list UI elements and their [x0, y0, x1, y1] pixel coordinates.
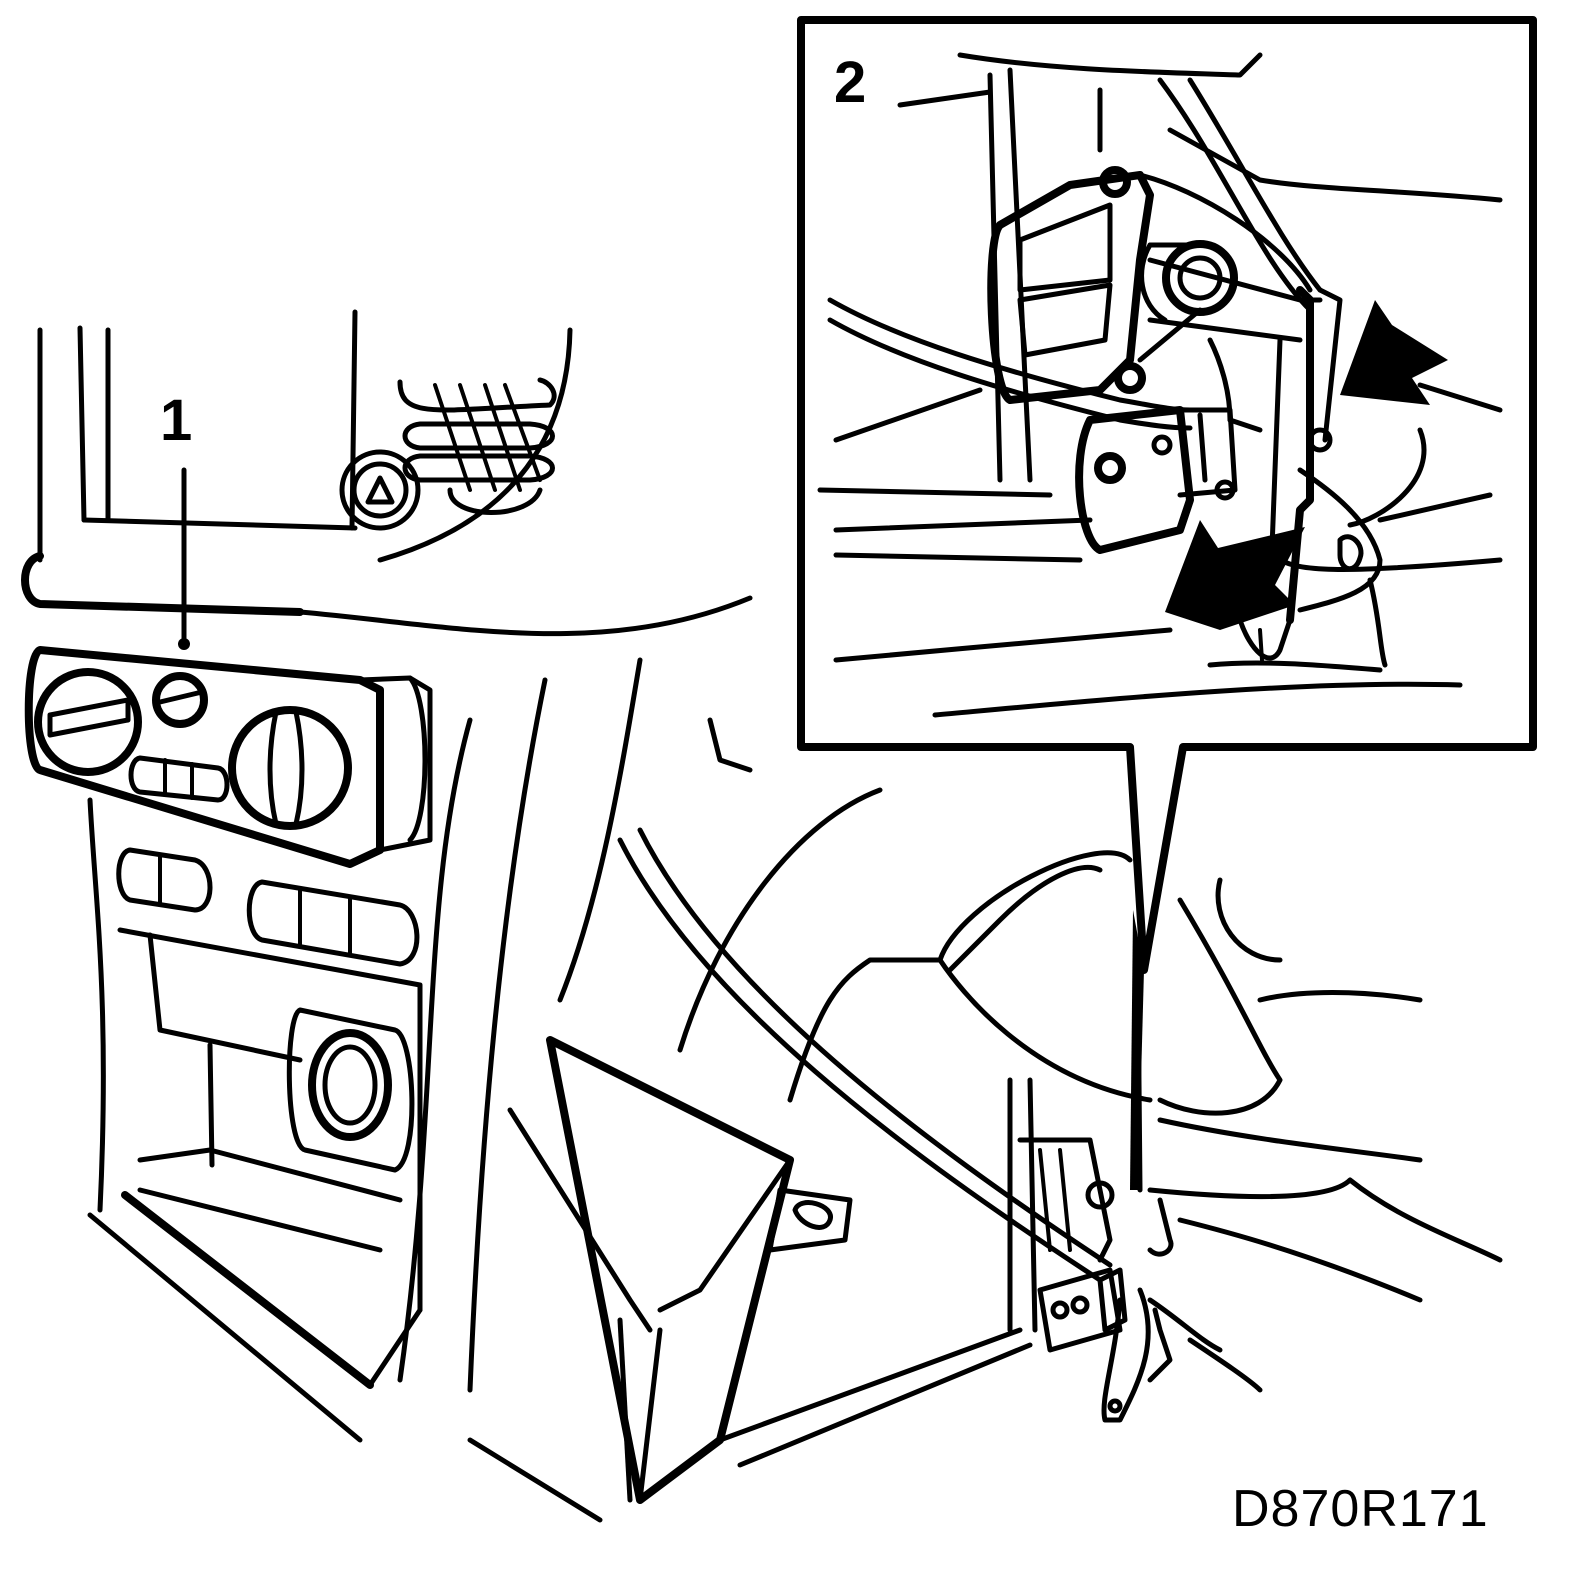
figure-code: D870R171 [1232, 1480, 1489, 1538]
hazard-triangle-icon [365, 475, 395, 505]
temperature-knob [34, 668, 142, 776]
hazard-switch-ring [339, 449, 421, 531]
arrow-lower [1165, 520, 1305, 630]
recirc-buttons [128, 755, 230, 803]
glovebox-hinge-detail [1017, 1137, 1174, 1423]
console-switch-row [116, 847, 420, 967]
fan-knob [152, 672, 208, 728]
console-cup-holder [286, 1007, 415, 1173]
glovebox-hinge-bracket [987, 166, 1383, 662]
dashboard-console [21, 309, 753, 1443]
callout-2-label: 2 [834, 50, 867, 115]
detail-inset [797, 16, 1537, 1193]
glovebox-area [467, 657, 1503, 1523]
callout-1-label: 1 [160, 388, 193, 453]
arrow-upper [1340, 300, 1448, 405]
distribution-knob [228, 706, 352, 830]
heater-control-panel [24, 646, 433, 868]
center-air-vent [397, 377, 557, 515]
